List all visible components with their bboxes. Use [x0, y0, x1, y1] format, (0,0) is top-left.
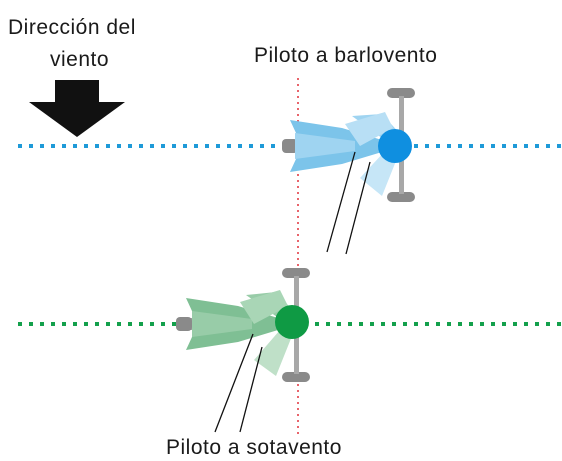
leeward-pointer-line-1: [214, 333, 254, 433]
wind-direction-label-line2: viento: [50, 48, 109, 71]
wind-direction-label-line1: Dirección del: [8, 16, 136, 39]
windward-rider-label: Piloto a barlovento: [254, 44, 437, 67]
leeward-rider-icon: [176, 268, 310, 382]
leeward-rider-label: Piloto a sotavento: [166, 436, 342, 459]
leeward-pointer-line-2: [239, 346, 263, 433]
wind-arrow-icon: [29, 80, 125, 137]
windward-pointer-line-2: [345, 161, 371, 255]
windward-pointer-line-1: [326, 151, 356, 253]
windward-rider-icon: [282, 88, 415, 202]
